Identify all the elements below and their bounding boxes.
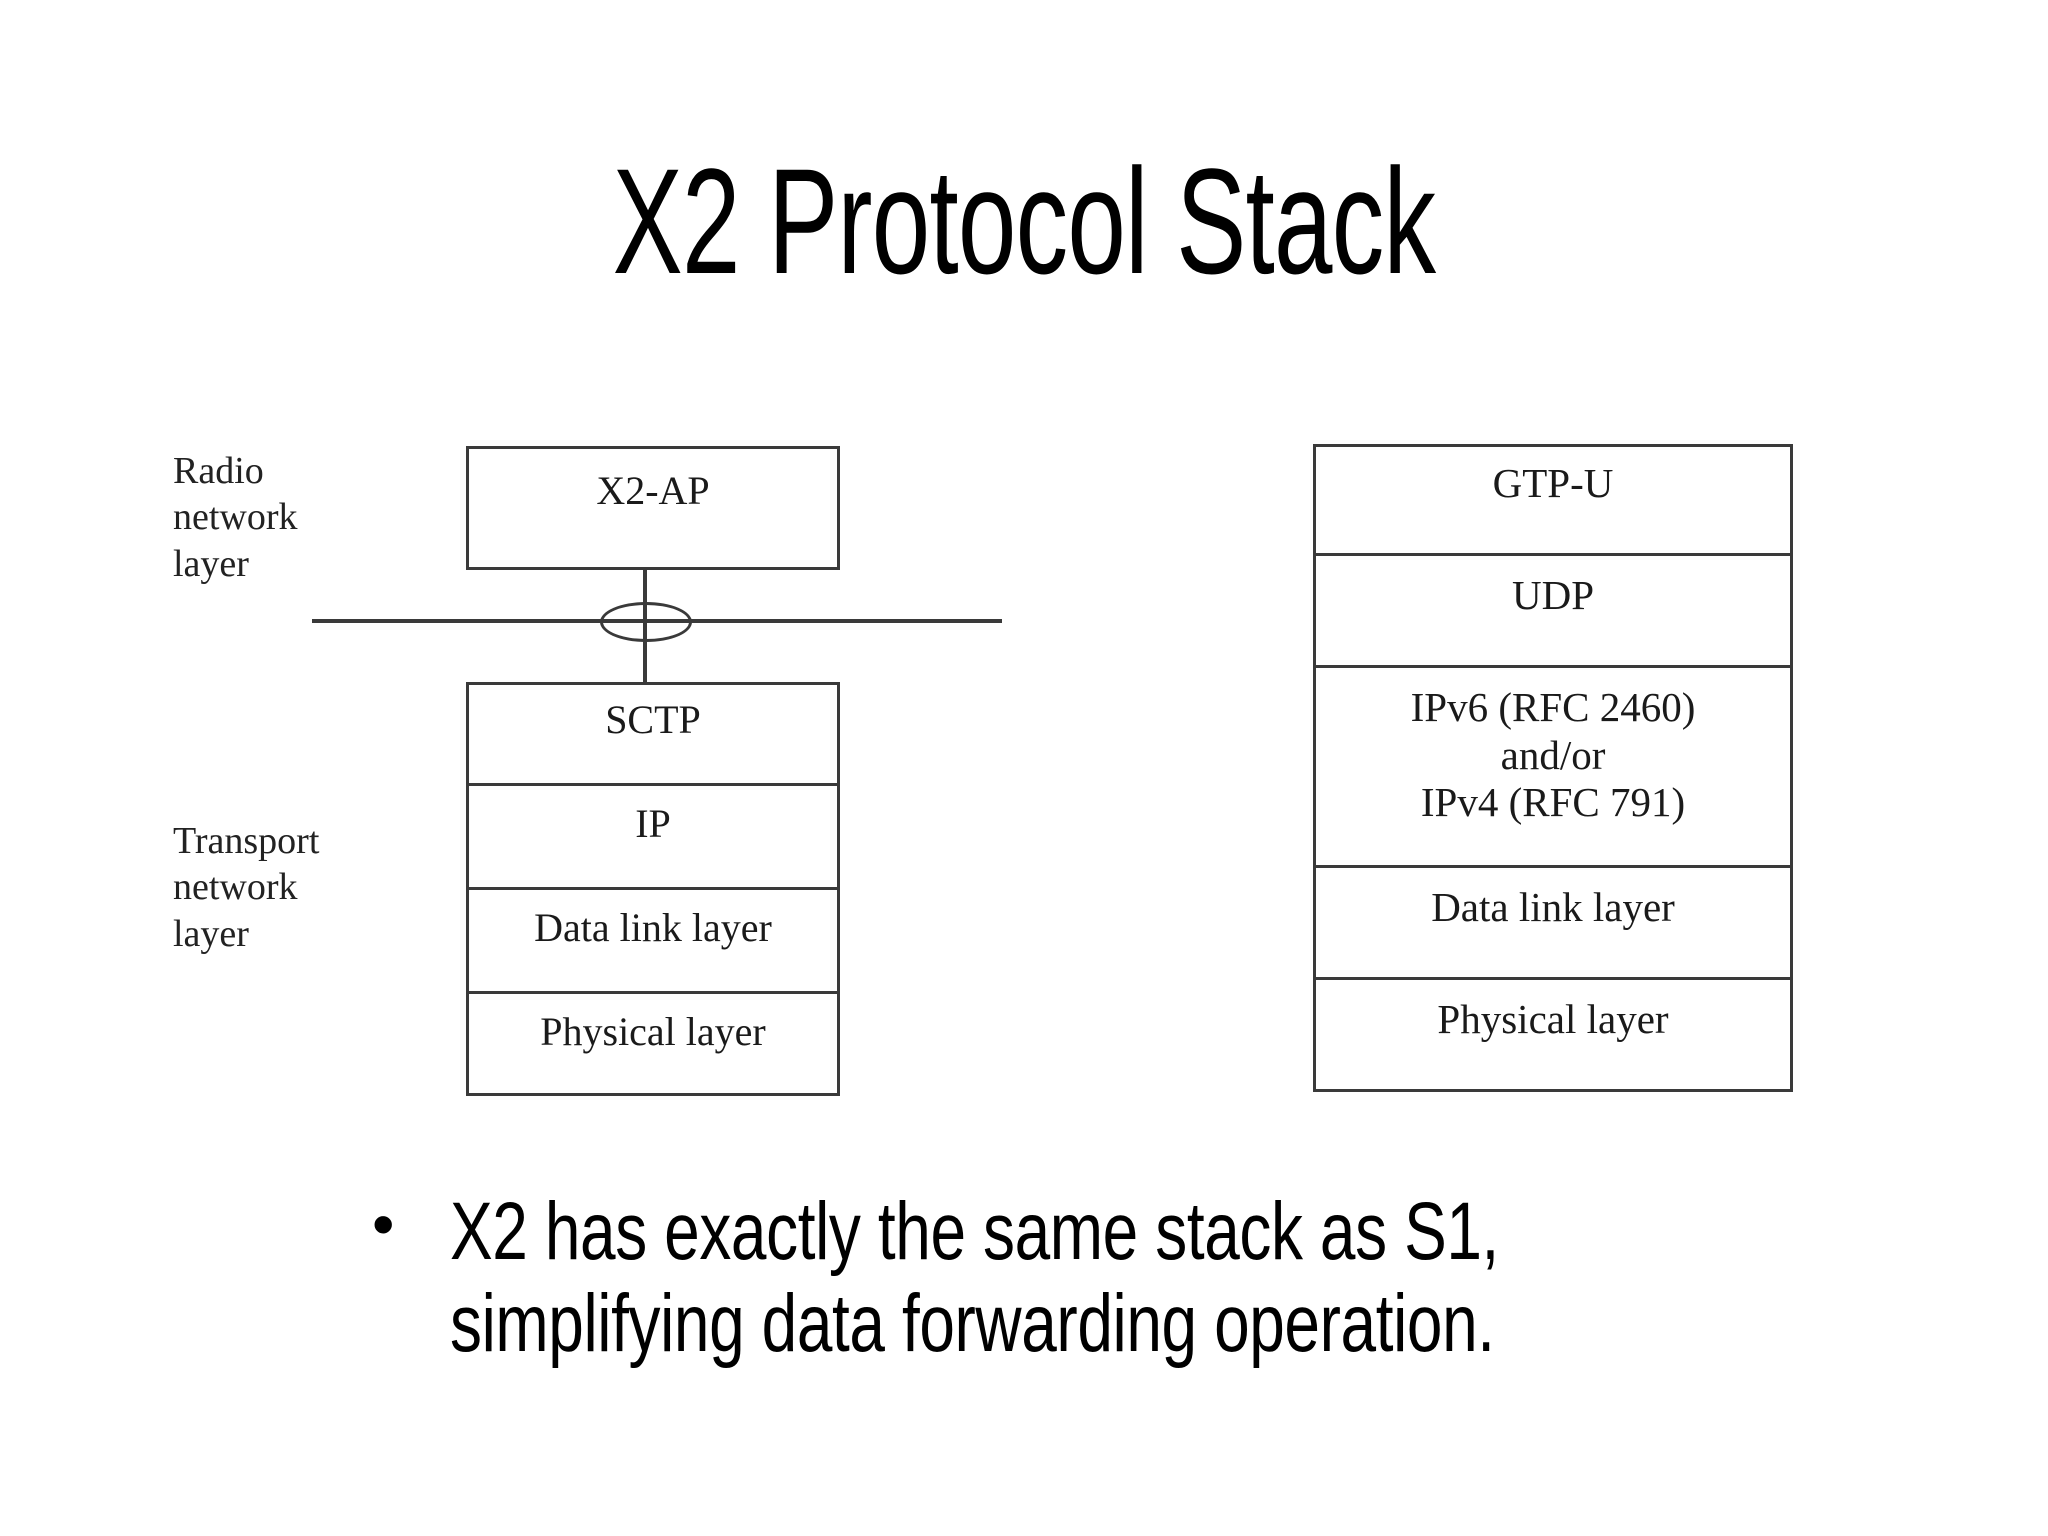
stack-row-udp-label: UDP — [1511, 572, 1595, 618]
stack-row-ip-label: IP — [635, 801, 671, 846]
stack-row-gtp-u: GTP-U — [1313, 444, 1793, 556]
stack-row-data-link-layer-label: Data link layer — [534, 905, 772, 950]
page-title: X2 Protocol Stack — [612, 137, 1436, 305]
stack-row-data-link-layer-right-label: Data link layer — [1431, 884, 1675, 930]
user-plane-stack: GTP-U UDP IPv6 (RFC 2460) and/or IPv4 (R… — [1313, 444, 1793, 1092]
stack-row-ip-version: IPv6 (RFC 2460) and/or IPv4 (RFC 791) — [1313, 668, 1793, 868]
label-radio-network-layer: Radio network layer — [173, 450, 298, 585]
service-access-point-icon — [600, 602, 692, 642]
bullet-point-icon: • — [372, 1188, 395, 1260]
box-x2-ap-label: X2-AP — [596, 468, 710, 513]
stack-row-udp: UDP — [1313, 556, 1793, 668]
control-plane-stack: SCTP IP Data link layer Physical layer — [466, 682, 840, 1096]
stack-row-physical-layer: Physical layer — [466, 994, 840, 1099]
stack-row-ip-version-label: IPv6 (RFC 2460) and/or IPv4 (RFC 791) — [1410, 684, 1696, 826]
box-x2-ap: X2-AP — [466, 446, 840, 570]
stack-row-physical-layer-label: Physical layer — [540, 1009, 766, 1054]
stack-row-sctp-label: SCTP — [605, 697, 701, 742]
stack-row-physical-layer-right-label: Physical layer — [1437, 996, 1669, 1042]
label-transport-network-layer: Transport network layer — [173, 820, 320, 955]
stack-row-data-link-layer: Data link layer — [466, 890, 840, 994]
stack-row-sctp: SCTP — [466, 682, 840, 786]
stack-row-ip: IP — [466, 786, 840, 890]
stack-row-physical-layer-right: Physical layer — [1313, 980, 1793, 1095]
bullet-text: X2 has exactly the same stack as S1, sim… — [450, 1186, 1499, 1369]
stack-row-gtp-u-label: GTP-U — [1492, 460, 1614, 506]
stack-row-data-link-layer-right: Data link layer — [1313, 868, 1793, 980]
